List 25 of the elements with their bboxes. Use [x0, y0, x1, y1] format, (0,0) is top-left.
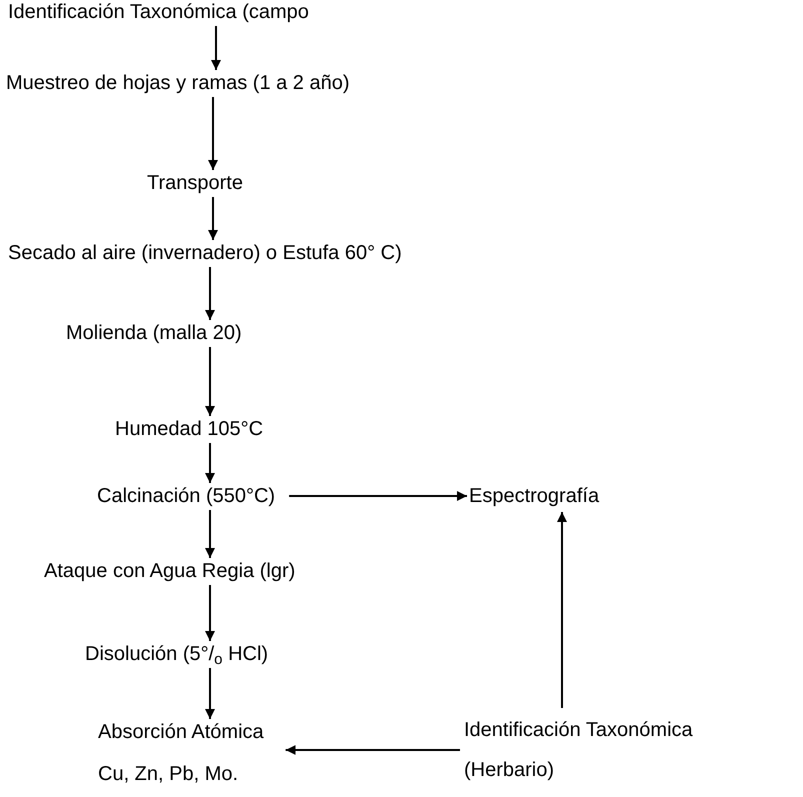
step-label: Disolución (5°/$_{o}$ HCl) [85, 642, 268, 666]
step-label: Molienda (malla 20) [66, 321, 242, 345]
arrow [208, 97, 218, 170]
arrow [205, 267, 215, 320]
step-label: Cu, Zn, Pb, Mo. [98, 762, 240, 786]
arrow [289, 491, 467, 501]
arrow [205, 585, 215, 641]
arrow [208, 197, 218, 240]
step-label: Identificación Taxonómica (campo [8, 0, 309, 24]
step-label: Humedad 105°C [115, 417, 264, 441]
arrow [205, 668, 215, 719]
step-label: Espectrografía [469, 484, 600, 508]
step-label: Calcinación (550°C) [97, 484, 276, 508]
step-label: Ataque con Agua Regia (lgr) [44, 559, 296, 583]
step-label: Absorción Atómica [98, 720, 264, 744]
arrow [211, 26, 221, 70]
arrow [286, 745, 460, 755]
arrow [205, 347, 215, 416]
arrow [205, 443, 215, 483]
step-label: Secado al aire (invernadero) o Estufa 60° C) [8, 241, 402, 265]
arrow [205, 510, 215, 558]
step-label: Muestreo de hojas y ramas (1 a 2 año) [6, 71, 350, 95]
step-label: Identificación Taxonómica (Herbario) [464, 710, 726, 790]
step-label: Transporte [147, 171, 243, 195]
arrow [557, 512, 567, 708]
